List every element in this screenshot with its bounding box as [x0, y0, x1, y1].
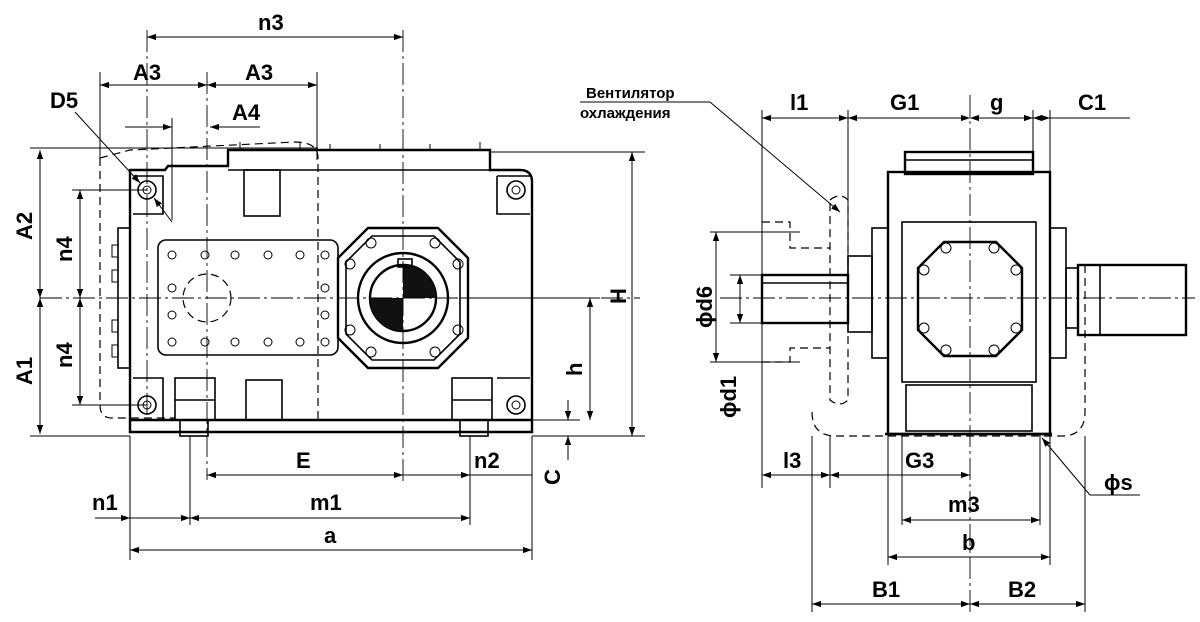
label-n1: n1	[92, 490, 118, 515]
label-c1: C1	[1078, 90, 1106, 115]
label-fan-line2: охлаждения	[580, 105, 671, 122]
label-e: E	[296, 448, 311, 473]
label-a2: A2	[12, 212, 37, 240]
label-d1: ϕd1	[716, 376, 741, 418]
label-n2: n2	[474, 448, 500, 473]
label-l3: l3	[783, 448, 801, 473]
label-b: b	[962, 530, 975, 555]
label-g3: G3	[905, 448, 934, 473]
label-a1: A1	[12, 357, 37, 385]
label-d5: D5	[50, 88, 78, 113]
label-b1: B1	[872, 577, 900, 602]
label-a3-right: A3	[245, 60, 273, 85]
label-l1: l1	[790, 90, 808, 115]
label-n3: n3	[258, 10, 284, 35]
front-view-dimensions	[30, 33, 645, 560]
label-h-total: H	[606, 288, 631, 304]
label-a3-left: A3	[133, 60, 161, 85]
label-n4-top: n4	[52, 236, 77, 262]
label-m3: m3	[948, 492, 980, 517]
label-g1: G1	[890, 90, 919, 115]
label-b2: B2	[1008, 577, 1036, 602]
label-g: g	[990, 90, 1003, 115]
label-d6: ϕd6	[692, 286, 717, 328]
label-fan-line1: Вентилятор	[586, 85, 675, 102]
label-c: C	[540, 469, 565, 485]
dimension-labels: n3 A3 A3 A4 D5 A2 A1 n4 n4 H h C E n2 n1…	[12, 10, 1133, 602]
front-view	[40, 30, 640, 485]
label-h: h	[562, 363, 587, 376]
label-m1: m1	[310, 490, 342, 515]
side-view	[720, 95, 1195, 615]
label-n4-bottom: n4	[52, 342, 77, 368]
label-a4: A4	[232, 100, 261, 125]
side-view-dimensions	[580, 101, 1140, 612]
label-s: ϕs	[1104, 470, 1133, 495]
label-a: a	[324, 523, 337, 548]
